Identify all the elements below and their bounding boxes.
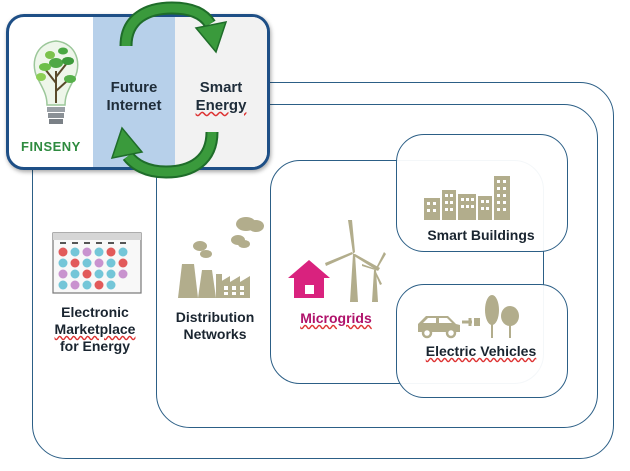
smart-energy-panel bbox=[175, 17, 267, 167]
distribution-line1: Distribution bbox=[175, 309, 255, 325]
factory-icon bbox=[178, 217, 264, 298]
smart-energy-label: Smart Energy bbox=[175, 79, 267, 115]
finseny-logo-text: FINSENY bbox=[21, 139, 81, 154]
smart-energy-line2: Energy bbox=[195, 97, 247, 114]
marketplace-calendar-icon bbox=[52, 232, 142, 294]
electric-vehicles-frame bbox=[396, 284, 568, 398]
smart-buildings-frame bbox=[396, 134, 568, 252]
marketplace-line1: Electronic bbox=[61, 304, 129, 320]
microgrids-label: Microgrids bbox=[300, 310, 372, 326]
house-icon bbox=[288, 260, 330, 298]
smart-buildings-icon bbox=[424, 176, 510, 220]
future-internet-label: Future Internet bbox=[106, 79, 162, 114]
marketplace-label: Electronic Marketplace for Energy bbox=[40, 304, 150, 355]
electric-vehicle-icon bbox=[418, 295, 519, 339]
cycle-arrows-icon bbox=[110, 1, 228, 179]
wind-turbine-icon bbox=[325, 220, 386, 302]
distribution-line2: Networks bbox=[183, 326, 247, 342]
distribution-label: Distribution Networks bbox=[160, 309, 270, 343]
marketplace-line2: Marketplace bbox=[54, 321, 136, 337]
electric-vehicles-label: Electric Vehicles bbox=[425, 343, 537, 359]
smart-energy-line1: Smart bbox=[199, 79, 243, 96]
finseny-tree-logo-icon bbox=[33, 40, 79, 124]
finseny-box: FINSENY Future Internet Smart Energy bbox=[6, 14, 270, 170]
marketplace-line3: for Energy bbox=[59, 338, 130, 354]
smart-buildings-label: Smart Buildings bbox=[427, 227, 535, 243]
